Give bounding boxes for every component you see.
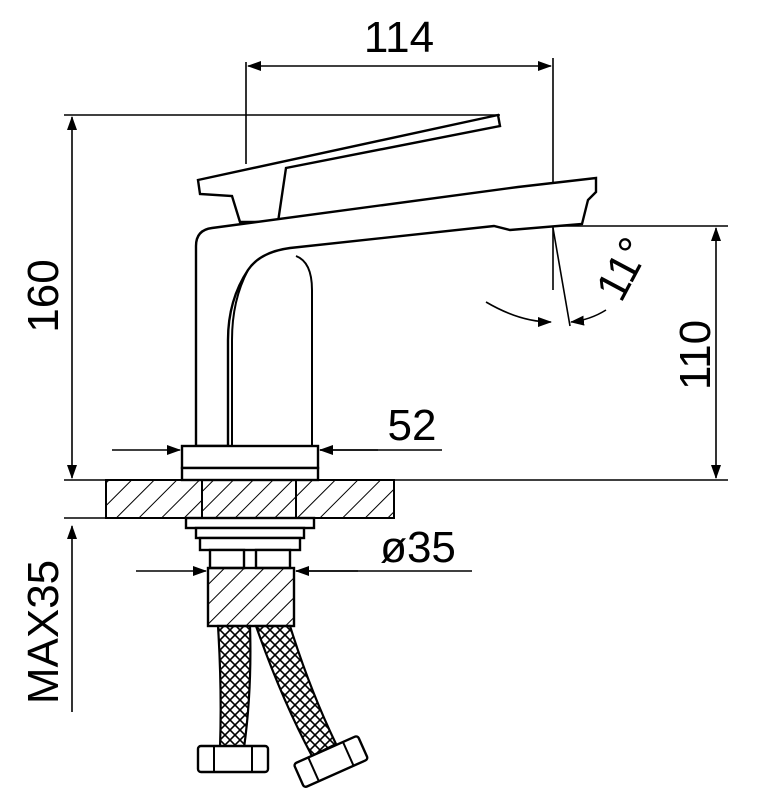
dimension-52: 52	[112, 401, 442, 455]
dimension-110: 110	[552, 225, 728, 479]
dimension-110-label: 110	[671, 320, 720, 390]
dimension-114: 114	[245, 13, 554, 290]
hose-nut-left	[196, 744, 270, 774]
dimension-160-label: 160	[19, 259, 68, 332]
angle-11-degrees: 11°	[485, 227, 660, 327]
dimension-114-label: 114	[364, 13, 434, 62]
hose-left	[216, 624, 252, 750]
dimension-diameter-35: ø35	[136, 523, 472, 576]
diameter-label: ø35	[380, 523, 456, 572]
angle-label: 11°	[587, 230, 660, 309]
dimension-52-label: 52	[388, 401, 437, 450]
faucet-body	[180, 113, 598, 482]
flexible-hoses	[196, 624, 369, 788]
fixing-assembly	[184, 516, 316, 628]
dimension-160: 160	[19, 114, 500, 479]
dimension-max35: MAX35	[19, 525, 77, 712]
max35-label: MAX35	[19, 560, 68, 704]
spout-column	[194, 176, 598, 448]
hose-nut-right	[293, 735, 369, 788]
hose-right	[254, 624, 338, 758]
countertop-section	[64, 479, 395, 519]
base-collar	[180, 444, 320, 470]
